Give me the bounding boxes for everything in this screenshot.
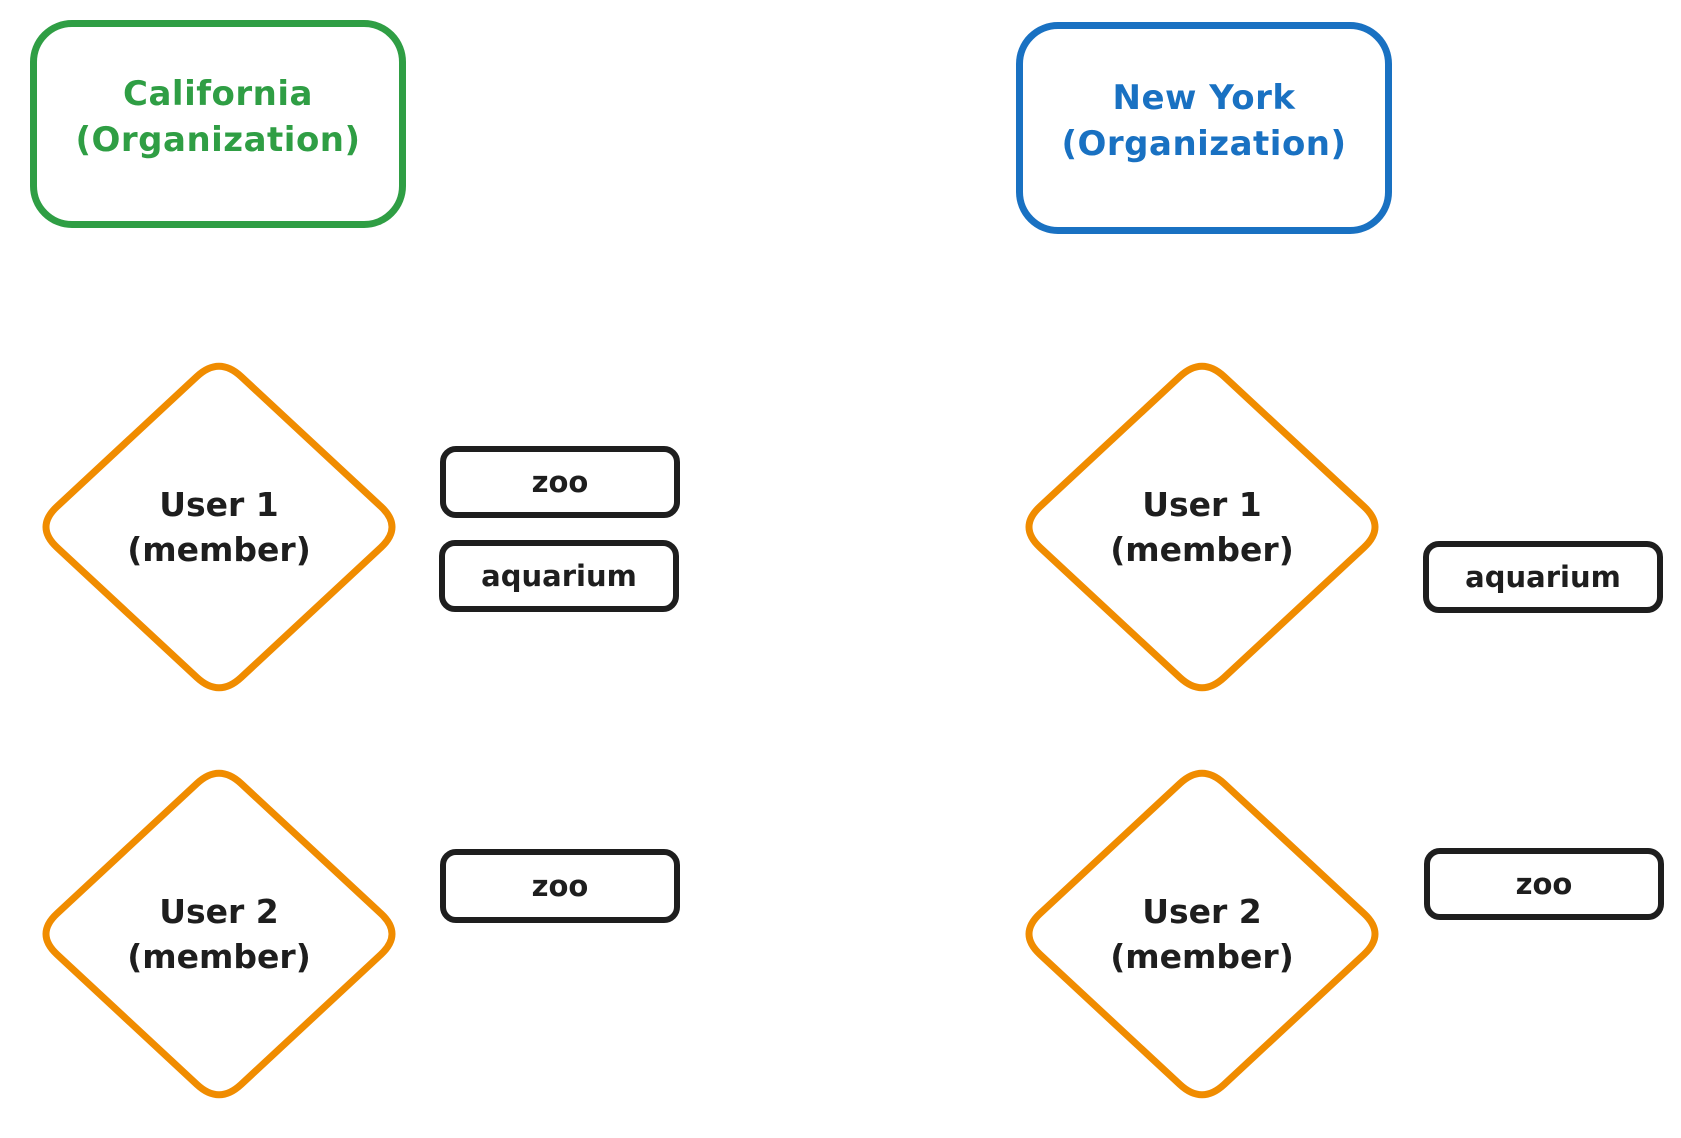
diamond-label: User 1 (member) <box>1014 352 1390 702</box>
diamond-label: User 2 (member) <box>1014 759 1390 1109</box>
org-type-label: (Organization) <box>1061 124 1347 164</box>
permission-pill-zoo: zoo <box>440 849 680 923</box>
user-name: User 1 <box>159 485 279 524</box>
user-role: (member) <box>127 937 311 976</box>
diamond-new-york-user-1: User 1 (member) <box>1014 352 1390 702</box>
diamond-california-user-1: User 1 (member) <box>31 352 407 702</box>
user-name: User 2 <box>1142 892 1262 931</box>
org-type-label: (Organization) <box>75 120 361 160</box>
permission-label: zoo <box>531 465 589 499</box>
permission-label: zoo <box>1515 867 1573 901</box>
permission-label: aquarium <box>1465 560 1621 594</box>
diamond-label: User 1 (member) <box>31 352 407 702</box>
permission-pill-aquarium: aquarium <box>1423 541 1663 613</box>
diamond-california-user-2: User 2 (member) <box>31 759 407 1109</box>
org-box-california: California (Organization) <box>30 20 406 228</box>
diamond-label: User 2 (member) <box>31 759 407 1109</box>
org-box-new-york: New York (Organization) <box>1016 22 1392 234</box>
org-name: California <box>123 74 313 114</box>
permission-pill-zoo: zoo <box>440 446 680 518</box>
diamond-shape-icon <box>1025 769 1379 1099</box>
diamond-shape-icon <box>1025 362 1379 692</box>
permission-label: zoo <box>531 869 589 903</box>
user-name: User 2 <box>159 892 279 931</box>
diamond-shape-icon <box>42 769 396 1099</box>
permission-label: aquarium <box>481 559 637 593</box>
user-role: (member) <box>1110 530 1294 569</box>
org-name: New York <box>1112 78 1296 118</box>
user-name: User 1 <box>1142 485 1262 524</box>
diamond-new-york-user-2: User 2 (member) <box>1014 759 1390 1109</box>
permission-pill-zoo: zoo <box>1424 848 1664 920</box>
user-role: (member) <box>1110 937 1294 976</box>
permission-pill-aquarium: aquarium <box>439 540 679 612</box>
diamond-shape-icon <box>42 362 396 692</box>
user-role: (member) <box>127 530 311 569</box>
